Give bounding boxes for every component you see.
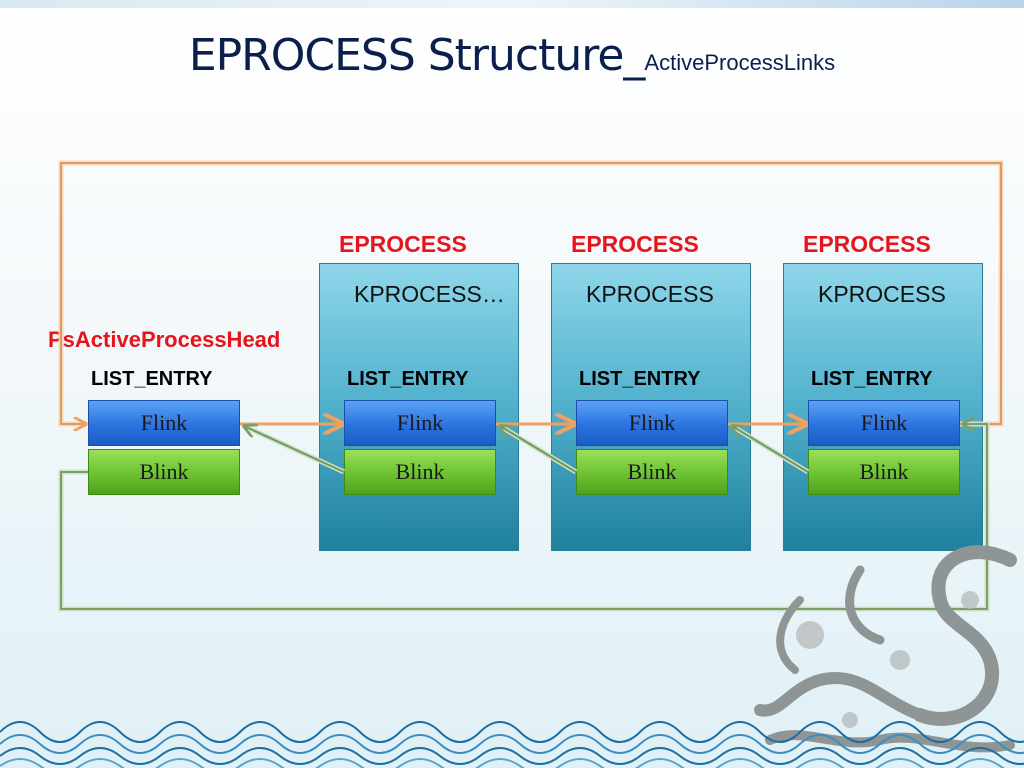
head-blink-box: Blink bbox=[88, 449, 240, 495]
flink-box-1: Flink bbox=[344, 400, 496, 446]
ps-active-process-head-label: PsActiveProcessHead bbox=[48, 327, 281, 352]
list-entry-label-2: LIST_ENTRY bbox=[579, 368, 701, 390]
list-entry-label-1: LIST_ENTRY bbox=[347, 368, 469, 390]
page-title: EPROCESS Structure_ActiveProcessLinks bbox=[0, 30, 1024, 81]
eprocess-label-3: EPROCESS bbox=[803, 231, 931, 257]
eprocess-label-1: EPROCESS bbox=[339, 231, 467, 257]
head-list-entry-label: LIST_ENTRY bbox=[91, 368, 213, 390]
kprocess-label-3: KPROCESS bbox=[818, 281, 946, 307]
kprocess-label-2: KPROCESS bbox=[586, 281, 714, 307]
kprocess-label-1: KPROCESS… bbox=[354, 281, 505, 307]
outer-flink-loop bbox=[58, 160, 1004, 427]
blink-box-2: Blink bbox=[576, 449, 728, 495]
blink-box-3: Blink bbox=[808, 449, 960, 495]
eprocess-label-2: EPROCESS bbox=[571, 231, 699, 257]
title-sub: ActiveProcessLinks bbox=[644, 50, 836, 75]
flink-box-2: Flink bbox=[576, 400, 728, 446]
wave-pattern-decoration bbox=[0, 721, 1024, 768]
top-bar bbox=[0, 0, 1024, 8]
title-main: EPROCESS Structure_ bbox=[188, 30, 646, 81]
list-entry-label-3: LIST_ENTRY bbox=[811, 368, 933, 390]
flink-box-3: Flink bbox=[808, 400, 960, 446]
blink-box-1: Blink bbox=[344, 449, 496, 495]
head-flink-box: Flink bbox=[88, 400, 240, 446]
dragon-decoration bbox=[754, 545, 1017, 753]
